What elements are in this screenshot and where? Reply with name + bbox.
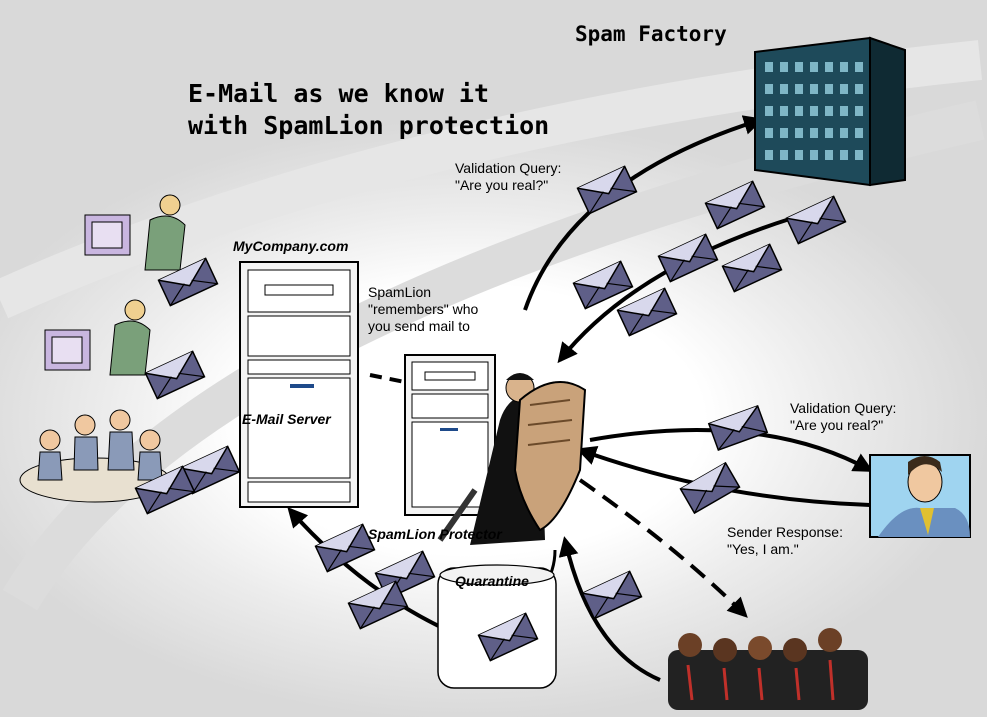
remembers-line3: you send mail to: [368, 318, 470, 334]
envelope-icon: [657, 233, 719, 283]
envelope-icon: [708, 405, 768, 451]
businessman-icon: [869, 454, 971, 538]
envelope-icon: [785, 195, 847, 245]
office-worker-icon: [44, 299, 151, 376]
validation-query-right-line1: Validation Query:: [790, 400, 897, 416]
validation-query-top: Validation Query: "Are you real?": [455, 160, 561, 194]
group-icon: [668, 628, 868, 710]
validation-query-right: Validation Query: "Are you real?": [790, 400, 896, 434]
envelope-icon: [144, 350, 206, 400]
team-meeting-icon: [19, 409, 171, 503]
envelope-icon: [581, 570, 643, 620]
email-server-label: E-Mail Server: [242, 411, 331, 427]
sender-response: Sender Response: "Yes, I am.": [727, 524, 843, 558]
envelope-icon: [679, 462, 741, 514]
protector-server-icon: [404, 354, 496, 516]
quarantine-label: Quarantine: [455, 573, 529, 589]
server-icon: [239, 261, 359, 508]
validation-query-top-line2: "Are you real?": [455, 177, 549, 193]
validation-query-top-line1: Validation Query:: [455, 160, 562, 176]
arrow-from-group: [558, 536, 661, 682]
arrow-from-spam-factory: [557, 208, 821, 364]
protector-label: SpamLion Protector: [368, 526, 502, 542]
validation-query-right-line2: "Are you real?": [790, 417, 884, 433]
knight-icon: [437, 373, 587, 545]
building-icon: [754, 36, 906, 187]
title-line-2: with SpamLion protection: [188, 111, 550, 140]
sender-response-line1: Sender Response:: [727, 524, 843, 540]
remembers-caption: SpamLion "remembers" who you send mail t…: [368, 284, 478, 335]
spam-factory-label: Spam Factory: [575, 22, 727, 46]
mycompany-label: MyCompany.com: [233, 238, 349, 254]
remembers-line2: "remembers" who: [368, 301, 479, 317]
envelope-icon: [721, 243, 783, 293]
office-worker-icon: [84, 194, 186, 271]
dashed-arrow-to-group: [578, 478, 748, 618]
sender-response-line2: "Yes, I am.": [727, 541, 799, 557]
title-line-1: E-Mail as we know it: [188, 79, 490, 108]
remembers-line1: SpamLion: [368, 284, 432, 300]
